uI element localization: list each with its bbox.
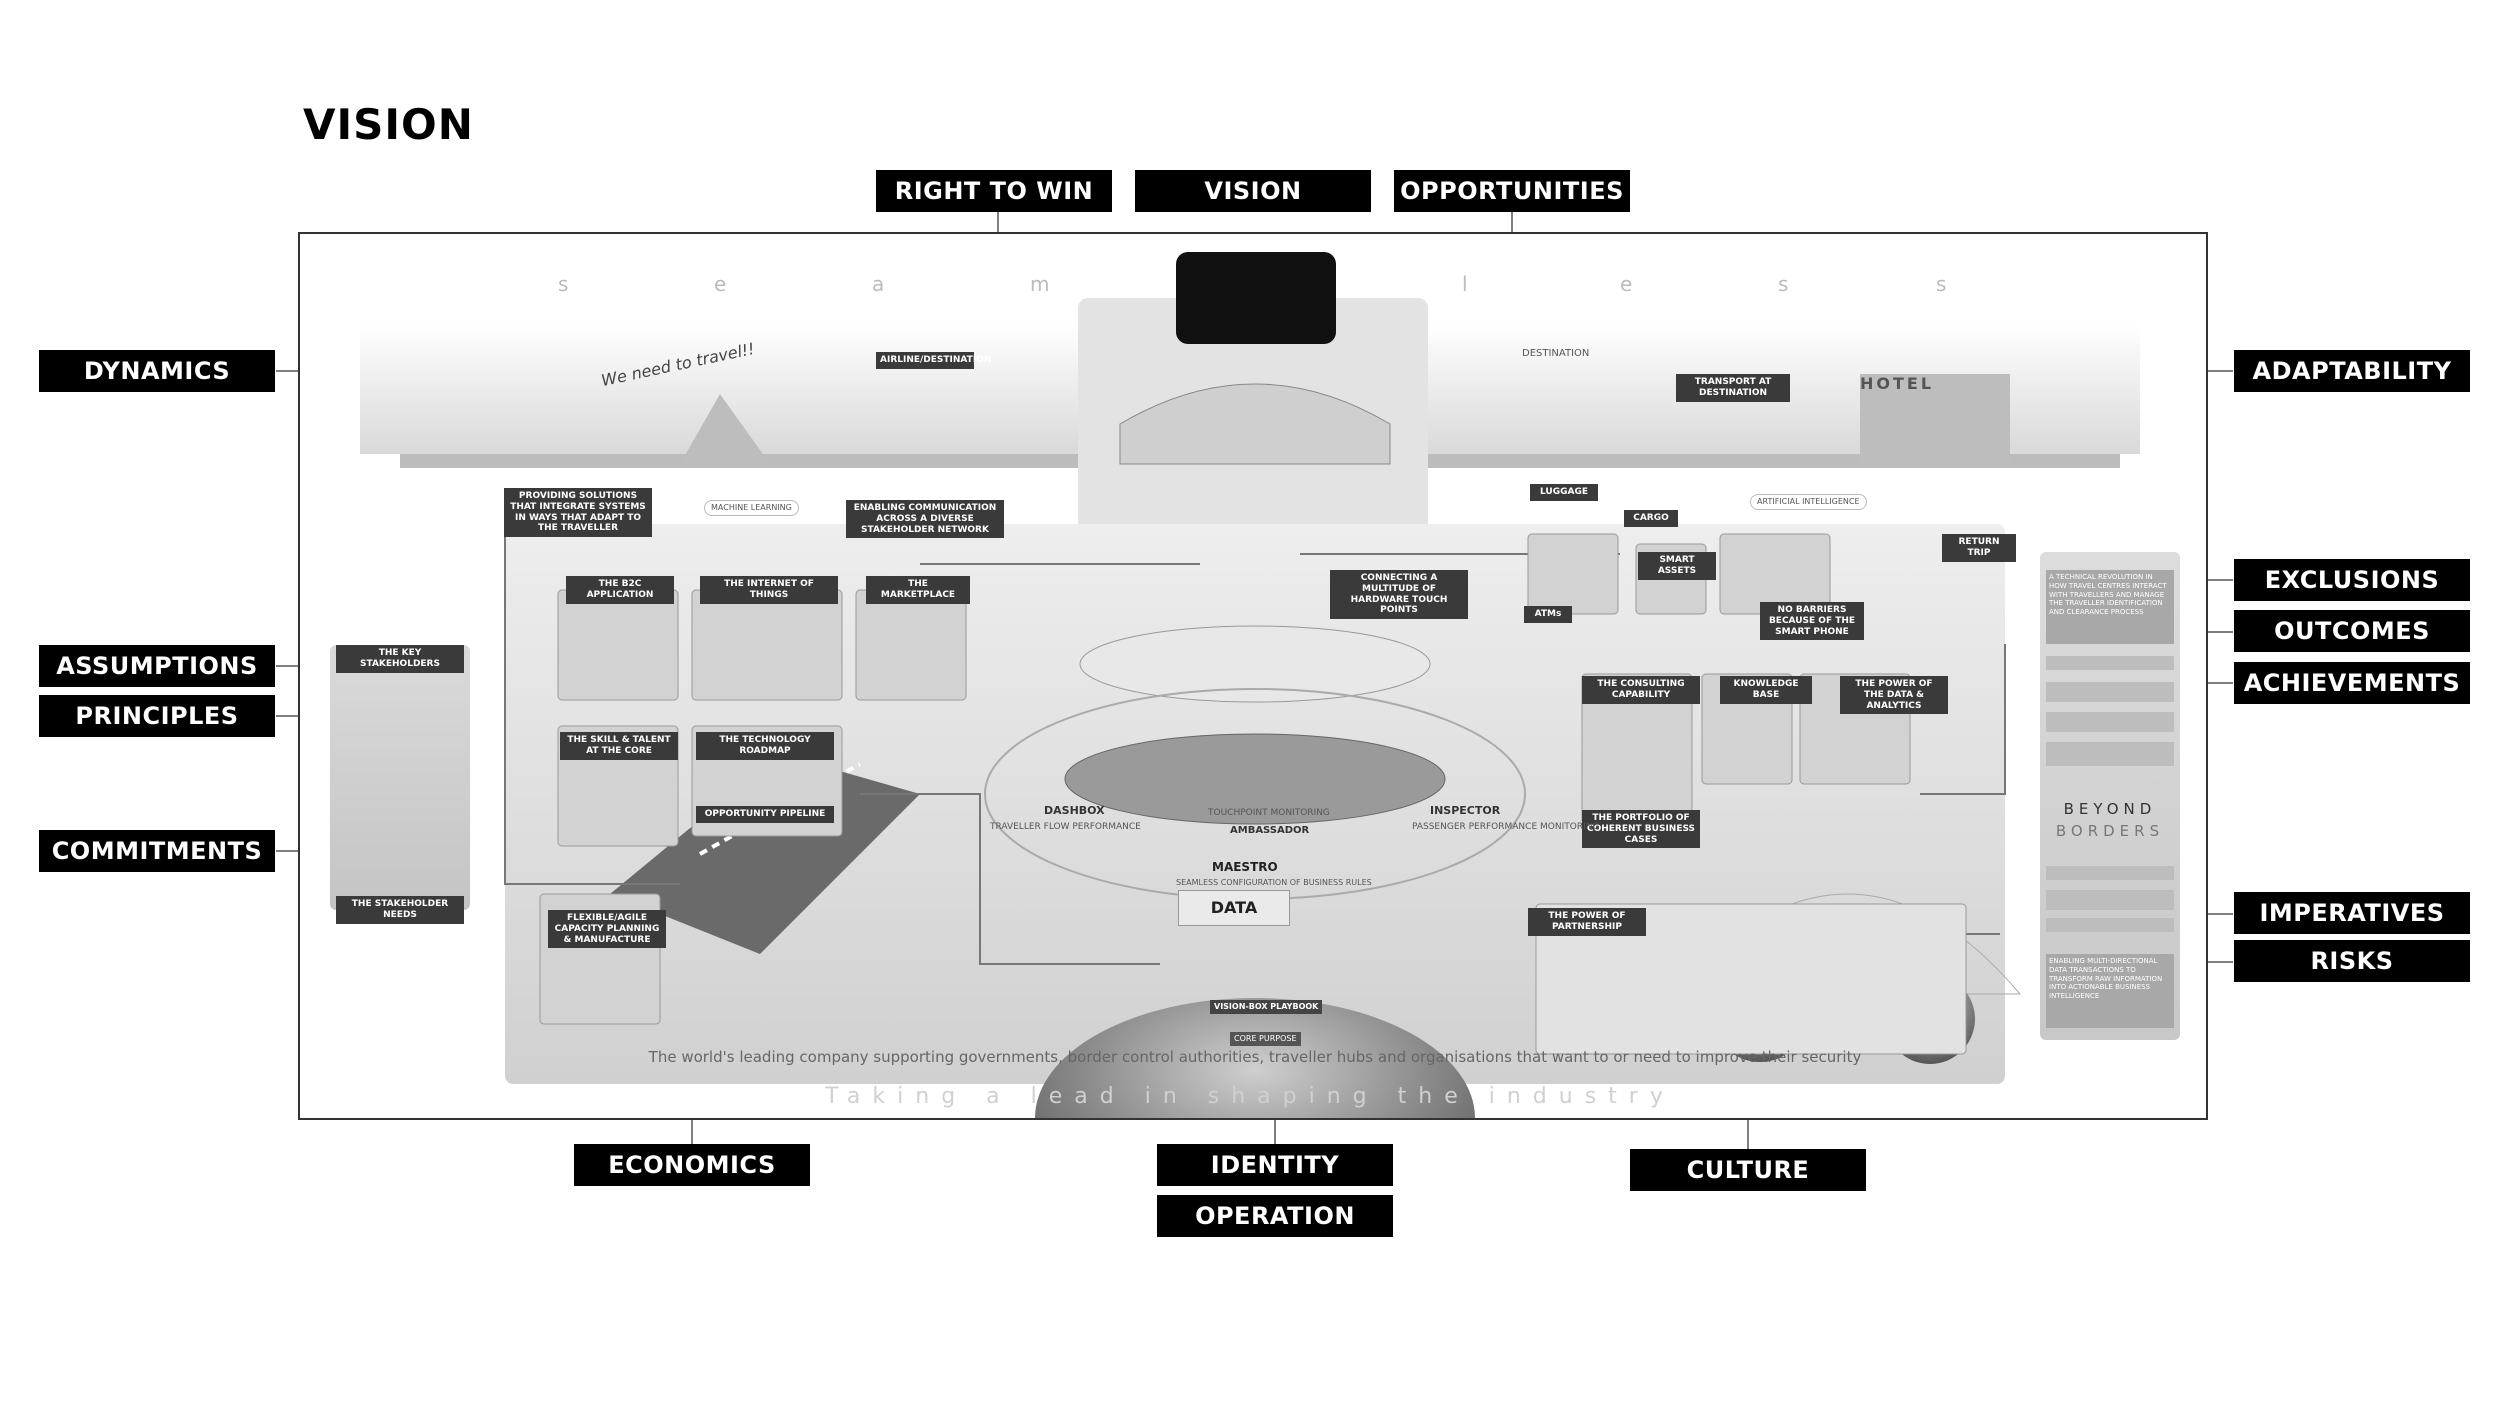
- passenger-monitoring-label: PASSENGER PERFORMANCE MONITORING: [1412, 822, 1600, 832]
- flexible-capacity-label: FLEXIBLE/AGILE CAPACITY PLANNING & MANUF…: [548, 910, 666, 949]
- power-of-partnership-label: THE POWER OF PARTNERSHIP: [1528, 908, 1646, 936]
- dashbox-label: DASHBOX: [1044, 804, 1105, 817]
- imperatives-tag: IMPERATIVES: [2234, 892, 2470, 934]
- transport-destination-label: TRANSPORT AT DESTINATION: [1676, 374, 1790, 402]
- risks-tag: RISKS: [2234, 940, 2470, 982]
- providing-solutions-label: PROVIDING SOLUTIONS THAT INTEGRATE SYSTE…: [504, 488, 652, 538]
- maestro-label: MAESTRO: [1212, 860, 1278, 874]
- economics-tag: ECONOMICS: [574, 1144, 810, 1186]
- b2c-application-label: THE B2C APPLICATION: [566, 576, 674, 604]
- right-row: [2046, 712, 2174, 732]
- seamless-letter: s: [558, 272, 569, 296]
- airline-destination-label: AIRLINE/DESTINATION: [876, 352, 991, 369]
- machine-learning-label: MACHINE LEARNING: [704, 500, 799, 517]
- achievements-tag: ACHIEVEMENTS: [2234, 662, 2470, 704]
- key-stakeholders-label: THE KEY STAKEHOLDERS: [336, 645, 464, 673]
- connecting-touch-points-label: CONNECTING A MULTITUDE OF HARDWARE TOUCH…: [1330, 570, 1468, 620]
- opportunities-tag: OPPORTUNITIES: [1394, 170, 1630, 212]
- right-row: [2046, 656, 2174, 670]
- right-row: [2046, 742, 2174, 766]
- internet-of-things-label: THE INTERNET OF THINGS: [700, 576, 838, 604]
- ambassador-label: AMBASSADOR: [1230, 825, 1310, 836]
- luggage-label: LUGGAGE: [1530, 484, 1598, 501]
- seamless-letter: s: [1778, 272, 1789, 296]
- vision-tag: VISION: [1135, 170, 1371, 212]
- atms-label: ATMs: [1524, 606, 1572, 623]
- right-row: [2046, 866, 2174, 880]
- seamless-letter: l: [1462, 272, 1468, 296]
- right-row: [2046, 918, 2174, 932]
- opportunity-pipeline-label: OPPORTUNITY PIPELINE: [696, 806, 834, 823]
- traveller-flow-label: TRAVELLER FLOW PERFORMANCE: [990, 822, 1141, 832]
- exclusions-tag: EXCLUSIONS: [2234, 559, 2470, 601]
- tagline: Taking a lead in shaping the industry: [825, 1084, 1675, 1109]
- marketplace-label: THE MARKETPLACE: [866, 576, 970, 604]
- seamless-letter: e: [1620, 272, 1633, 296]
- seamless-config-label: SEAMLESS CONFIGURATION OF BUSINESS RULES: [1176, 878, 1372, 887]
- return-trip-label: RETURN TRIP: [1942, 534, 2016, 562]
- beyond-text: BEYOND: [2063, 800, 2157, 818]
- artificial-intelligence-label: ARTIFICIAL INTELLIGENCE: [1750, 494, 1867, 511]
- cargo-label: CARGO: [1624, 510, 1678, 527]
- right-row: [2046, 890, 2174, 910]
- no-barriers-label: NO BARRIERS BECAUSE OF THE SMART PHONE: [1760, 602, 1864, 641]
- stakeholder-needs-label: THE STAKEHOLDER NEEDS: [336, 896, 464, 924]
- seamless-letter: a: [872, 272, 885, 296]
- commitments-tag: COMMITMENTS: [39, 830, 275, 872]
- destination-label: DESTINATION: [1522, 348, 1590, 359]
- consulting-capability-label: THE CONSULTING CAPABILITY: [1582, 676, 1700, 704]
- portfolio-label: THE PORTFOLIO OF COHERENT BUSINESS CASES: [1582, 810, 1700, 849]
- touchpoint-monitoring-label: TOUCHPOINT MONITORING: [1208, 808, 1330, 818]
- adaptability-tag: ADAPTABILITY: [2234, 350, 2470, 392]
- seamless-letter: s: [1936, 272, 1947, 296]
- skill-talent-label: THE SKILL & TALENT AT THE CORE: [560, 732, 678, 760]
- identity-tag: IDENTITY: [1157, 1144, 1393, 1186]
- assumptions-tag: ASSUMPTIONS: [39, 645, 275, 687]
- smart-assets-label: SMART ASSETS: [1638, 552, 1716, 580]
- core-purpose-label: CORE PURPOSE: [1230, 1032, 1301, 1047]
- principles-tag: PRINCIPLES: [39, 695, 275, 737]
- outcomes-tag: OUTCOMES: [2234, 610, 2470, 652]
- seamless-letter: e: [714, 272, 727, 296]
- data-analytics-label: THE POWER OF THE DATA & ANALYTICS: [1840, 676, 1948, 715]
- enabling-multi-text: ENABLING MULTI-DIRECTIONAL DATA TRANSACT…: [2046, 954, 2174, 1028]
- stakeholders-panel: [330, 645, 470, 910]
- playbook-label: VISION-BOX PLAYBOOK: [1210, 1000, 1323, 1015]
- knowledge-base-label: KNOWLEDGE BASE: [1720, 676, 1812, 704]
- technology-roadmap-label: THE TECHNOLOGY ROADMAP: [696, 732, 834, 760]
- dynamics-tag: DYNAMICS: [39, 350, 275, 392]
- right-row: [2046, 682, 2174, 702]
- data-core-box: DATA: [1178, 890, 1290, 926]
- enabling-communication-label: ENABLING COMMUNICATION ACROSS A DIVERSE …: [846, 500, 1004, 539]
- vision-illustration: [345, 252, 2140, 1118]
- operation-tag: OPERATION: [1157, 1195, 1393, 1237]
- inspector-label: INSPECTOR: [1430, 804, 1501, 817]
- bottom-caption: The world's leading company supporting g…: [648, 1048, 1862, 1066]
- right-to-win-tag: RIGHT TO WIN: [876, 170, 1112, 212]
- tech-revolution-text: A TECHNICAL REVOLUTION IN HOW TRAVEL CEN…: [2046, 570, 2174, 644]
- culture-tag: CULTURE: [1630, 1149, 1866, 1191]
- hotel-sign: HOTEL: [1860, 374, 1935, 393]
- page-title: VISION: [303, 100, 474, 149]
- borders-text: BORDERS: [2055, 822, 2165, 840]
- seamless-letter: m: [1030, 272, 1050, 296]
